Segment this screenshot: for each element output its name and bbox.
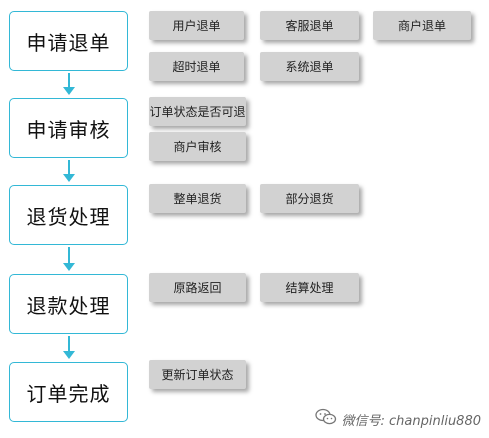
chip-merchant-refund: 商户退单 [373, 11, 471, 40]
chip-merchant-review: 商户审核 [149, 132, 246, 161]
chip-timeout-refund: 超时退单 [149, 52, 244, 81]
chip-system-refund: 系统退单 [260, 52, 359, 81]
chip-service-refund: 客服退单 [260, 11, 359, 40]
watermark-text: 微信号: chanpinliu880 [341, 413, 481, 429]
stage-apply-refund: 申请退单 [9, 11, 128, 71]
connector-line [68, 336, 70, 351]
connector-arrowhead [63, 174, 75, 182]
connector-arrowhead [63, 87, 75, 95]
chip-full-return: 整单退货 [149, 184, 246, 213]
chip-user-refund: 用户退单 [149, 11, 244, 40]
watermark: 微信号: chanpinliu880 [314, 408, 481, 430]
chip-original-route-return: 原路返回 [149, 273, 246, 302]
stage-apply-review: 申请审核 [9, 98, 128, 158]
connector-line [68, 73, 70, 87]
connector-line [68, 247, 70, 263]
connector-arrowhead [63, 351, 75, 359]
wechat-icon [314, 408, 337, 430]
chip-settlement-processing: 结算处理 [260, 273, 359, 302]
chip-order-refundable-check: 订单状态是否可退 [149, 97, 246, 126]
stage-order-complete: 订单完成 [9, 362, 128, 422]
chip-update-order-status: 更新订单状态 [149, 360, 246, 389]
connector-arrowhead [63, 263, 75, 271]
stage-refund-processing: 退款处理 [9, 274, 128, 334]
stage-return-goods: 退货处理 [9, 185, 128, 245]
chip-partial-return: 部分退货 [260, 184, 359, 213]
connector-line [68, 160, 70, 174]
